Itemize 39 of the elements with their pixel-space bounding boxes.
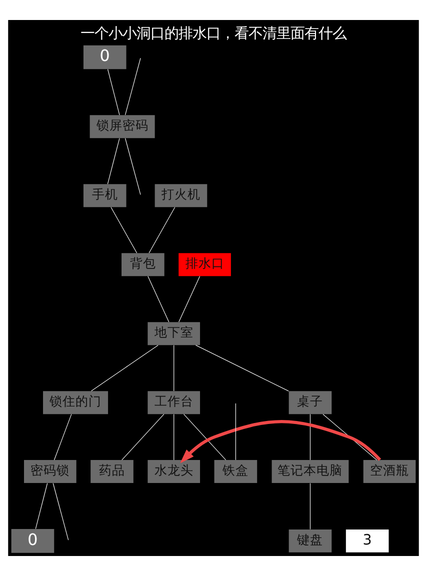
connector xyxy=(110,206,138,253)
connector xyxy=(310,482,311,530)
node-box: 桌子 xyxy=(288,390,332,414)
connector xyxy=(52,482,69,540)
node-box: 键盘 xyxy=(288,528,332,552)
node-box: 打火机 xyxy=(154,184,208,207)
node-box: 手机 xyxy=(83,184,126,207)
node-box: 0 xyxy=(83,44,126,69)
node-box: 锁屏密码 xyxy=(90,114,155,138)
connector xyxy=(148,206,176,253)
node-box: 密码锁 xyxy=(24,460,76,483)
node-box: 水龙头 xyxy=(148,460,200,483)
connector xyxy=(107,137,120,184)
node-box: 笔记本电脑 xyxy=(272,460,349,483)
connector xyxy=(90,344,158,391)
node-box: 地下室 xyxy=(148,322,200,345)
arrow xyxy=(180,419,382,463)
node-box: 3 xyxy=(346,528,389,552)
node-box: 药品 xyxy=(90,460,134,483)
connector xyxy=(148,275,170,322)
connector xyxy=(310,413,311,460)
connector xyxy=(122,413,164,460)
connector xyxy=(35,482,48,529)
diagram-title: 一个小小洞口的排水口，看不清里面有什么 xyxy=(80,25,346,42)
node-box: 锁住的门 xyxy=(43,390,108,414)
node-box: 排水口 xyxy=(178,252,231,276)
connector xyxy=(54,413,72,460)
node-box: 铁盒 xyxy=(214,460,258,483)
connector xyxy=(107,68,120,115)
connector xyxy=(124,57,141,115)
connector xyxy=(195,344,289,391)
node-box: 0 xyxy=(11,528,54,552)
node-box: 工作台 xyxy=(148,390,200,414)
connector xyxy=(235,402,236,460)
connector xyxy=(178,275,200,322)
connector xyxy=(124,137,141,195)
node-box: 空酒瓶 xyxy=(363,460,416,483)
connector xyxy=(183,413,226,460)
node-box: 背包 xyxy=(122,252,164,276)
